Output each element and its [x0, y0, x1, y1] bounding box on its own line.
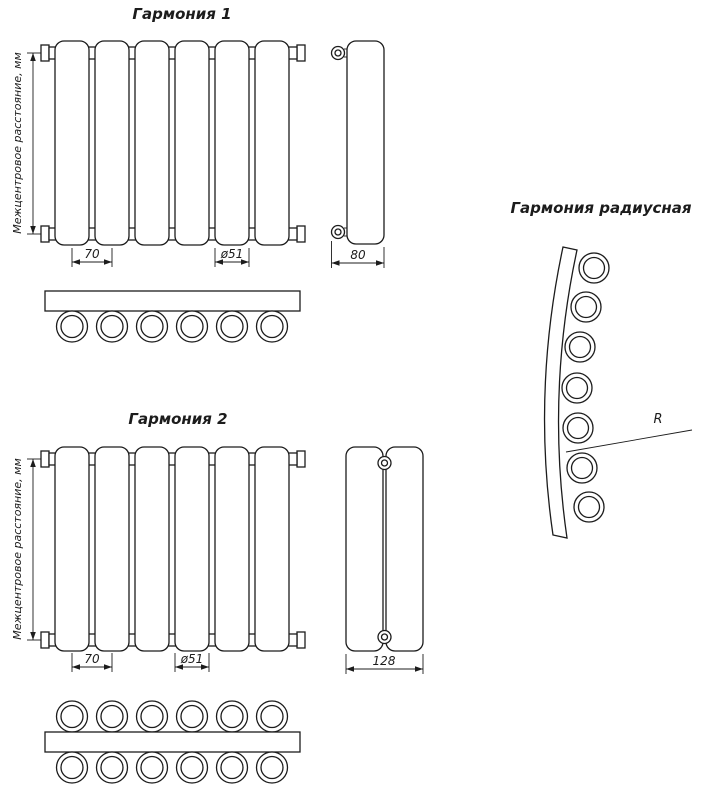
harmony1-side-view — [330, 40, 385, 245]
harmony1-drawing: Гармония 1 Межцентровое расстояние, мм 7… — [11, 5, 385, 343]
harmony1-spacing-value: 70 — [84, 247, 100, 261]
harmony2-top-view — [44, 700, 301, 784]
harmony1-title: Гармония 1 — [132, 5, 231, 23]
harmony2-spacing-value: 70 — [84, 652, 100, 666]
harmony1-axis-label: Межцентровое расстояние, мм — [11, 52, 24, 233]
harmony1-depth-dimension: 80 — [331, 241, 385, 268]
harmony1-diameter-value: ø51 — [220, 247, 244, 261]
harmony2-vertical-dimension: Межцентровое расстояние, мм — [11, 458, 41, 641]
harmony1-spacing-dimension: 70 — [71, 247, 113, 267]
harmony1-depth-value: 80 — [350, 248, 366, 262]
harmony2-front-view — [40, 446, 306, 652]
harmony2-depth-value: 128 — [373, 654, 396, 668]
radius-label: R — [653, 412, 662, 427]
harmony2-drawing: Гармония 2 Межцентровое расстояние, мм 7… — [11, 410, 424, 784]
harmony2-diameter-value: ø51 — [180, 652, 204, 666]
harmony-radial-view: R — [543, 246, 693, 539]
harmony-radial-title: Гармония радиусная — [511, 199, 692, 217]
harmony-radial-drawing: Гармония радиусная R — [511, 199, 693, 539]
harmony2-diameter-dimension: ø51 — [174, 652, 210, 672]
harmony2-spacing-dimension: 70 — [71, 652, 113, 672]
harmony1-diameter-dimension: ø51 — [214, 247, 250, 267]
harmony2-title: Гармония 2 — [128, 410, 227, 428]
harmony2-side-view — [345, 446, 424, 652]
harmony1-front-view — [40, 40, 306, 246]
harmony-radial-tubes — [561, 252, 610, 523]
harmony1-vertical-dimension: Межцентровое расстояние, мм — [11, 52, 41, 235]
harmony1-top-view — [44, 290, 301, 343]
harmony2-depth-dimension: 128 — [345, 654, 424, 674]
harmony2-axis-label: Межцентровое расстояние, мм — [11, 458, 24, 639]
